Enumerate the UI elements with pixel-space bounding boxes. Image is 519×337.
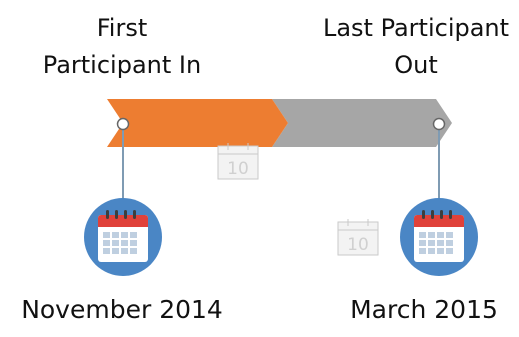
calendar-watermark-icon: 10 [217,143,259,180]
watermark-day: 10 [347,235,369,255]
calendar-icon [84,198,162,276]
milestone-label-first-line2: Participant In [42,51,202,79]
milestone-label-first-line1: First [96,14,148,42]
milestone-dot-icon [432,117,446,131]
timeline-arrow [107,99,452,147]
milestone-label-last-line1: Last Participant [322,14,510,42]
remaining-segment [272,99,452,147]
watermark-day: 10 [227,159,249,179]
milestone-label-last-line2: Out [394,51,438,79]
milestone-date-last: March 2015 [350,295,498,324]
calendar-icon [400,198,478,276]
milestone-label-first: First Participant In [22,10,222,84]
completed-segment [107,99,288,147]
milestone-dot-icon [116,117,130,131]
milestone-date-first: November 2014 [21,295,223,324]
calendar-watermark-icon: 10 [337,219,379,256]
milestone-label-last: Last Participant Out [318,10,514,84]
